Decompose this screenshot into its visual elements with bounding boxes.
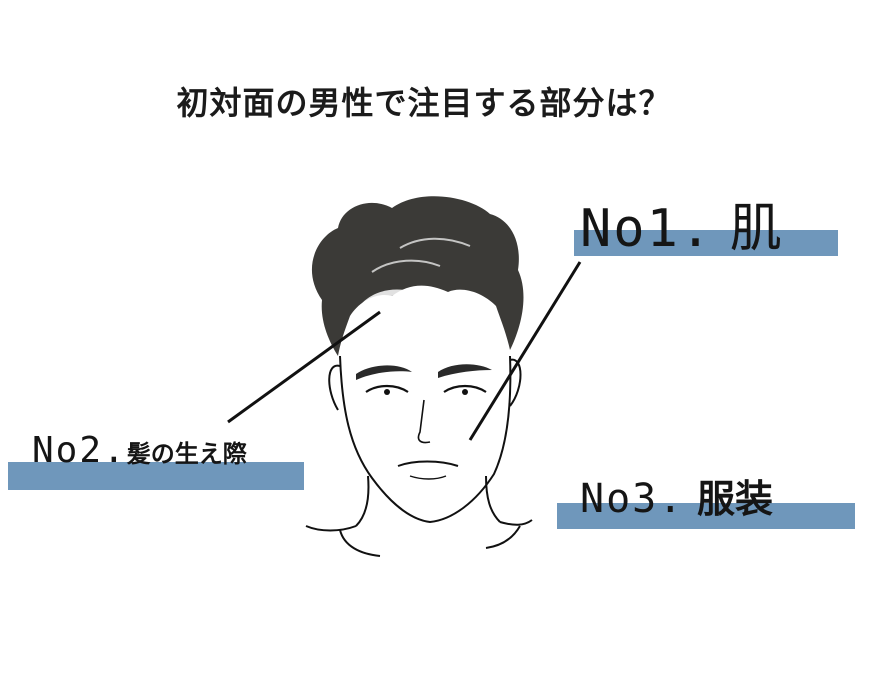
label-no3: No3. 服装: [580, 468, 773, 523]
label-no1-number: No1.: [580, 199, 714, 259]
highlight-bar-no3: [557, 503, 855, 529]
highlight-bar-no1: [574, 230, 838, 256]
highlight-bar-no2: [8, 462, 304, 490]
pointer-line-no1: [468, 261, 582, 441]
hair: [311, 196, 524, 356]
page-title: 初対面の男性で注目する部分は？: [176, 84, 672, 122]
label-no1: No1. 肌: [580, 186, 782, 261]
label-no1-text: 肌: [729, 199, 782, 259]
label-no2-number: No2.: [32, 430, 127, 471]
label-no2: No2.髪の生え際: [32, 430, 247, 471]
label-no2-text: 髪の生え際: [126, 440, 247, 468]
pointer-line-no2: [227, 310, 381, 424]
label-no3-text: 服装: [697, 477, 774, 521]
label-no3-number: No3.: [580, 476, 685, 522]
